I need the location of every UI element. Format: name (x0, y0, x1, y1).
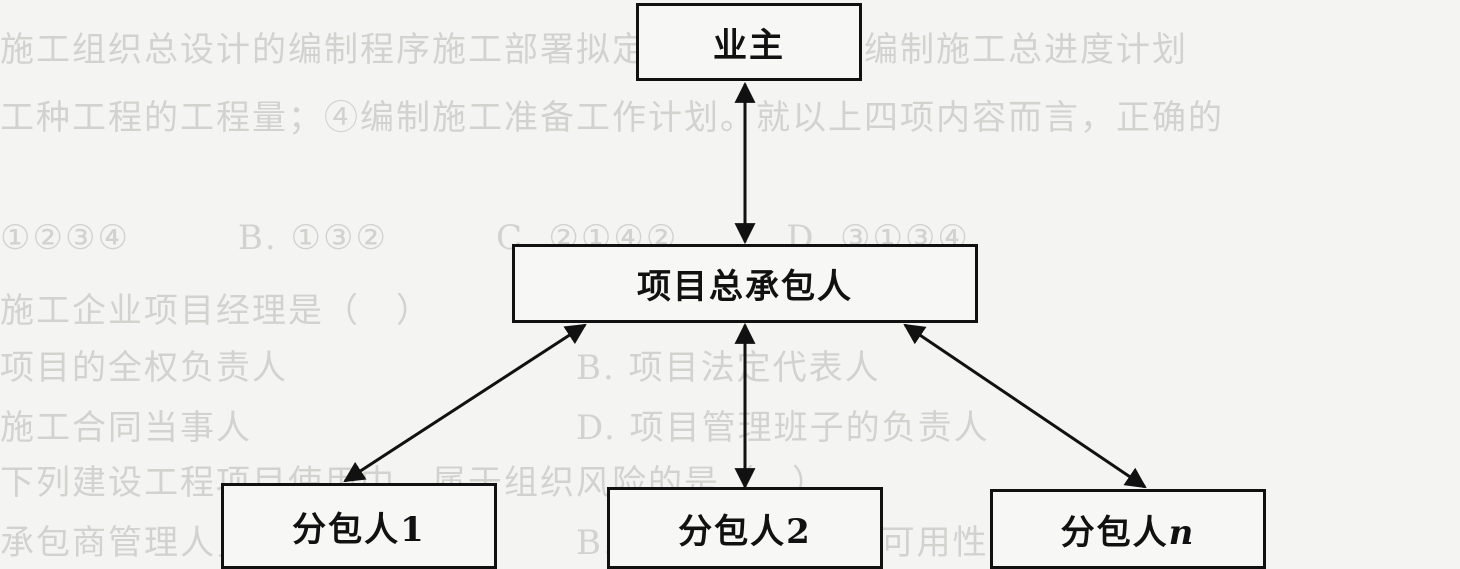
arrow-contractor-subn (903, 323, 1147, 489)
node-owner: 业主 (636, 3, 862, 81)
node-subcontractor-n: 分包人n (990, 489, 1266, 569)
node-subcontractor-n-suffix: n (1168, 512, 1196, 553)
node-subcontractor-2: 分包人2 (607, 487, 883, 569)
bleed-through-text: 工种工程的工程量；④编制施工准备工作计划。就以上四项内容而言，正确的 (0, 98, 1224, 138)
node-general-contractor: 项目总承包人 (512, 244, 978, 323)
node-subcontractor-1-label: 分包人1 (292, 509, 426, 550)
arrow-contractor-sub1 (343, 323, 587, 483)
node-subcontractor-1: 分包人1 (221, 483, 497, 569)
node-subcontractor-n-prefix: 分包人 (1060, 512, 1169, 553)
bleed-through-text: 施工组织总设计的编制程序施工部署拟定施工方案；②编制施工总进度计划 (0, 30, 1188, 70)
node-owner-label: 业主 (713, 25, 785, 66)
node-subcontractor-n-label: 分包人n (1061, 505, 1196, 554)
node-subcontractor-2-label: 分包人2 (678, 511, 812, 552)
node-general-contractor-label: 项目总承包人 (637, 267, 853, 307)
